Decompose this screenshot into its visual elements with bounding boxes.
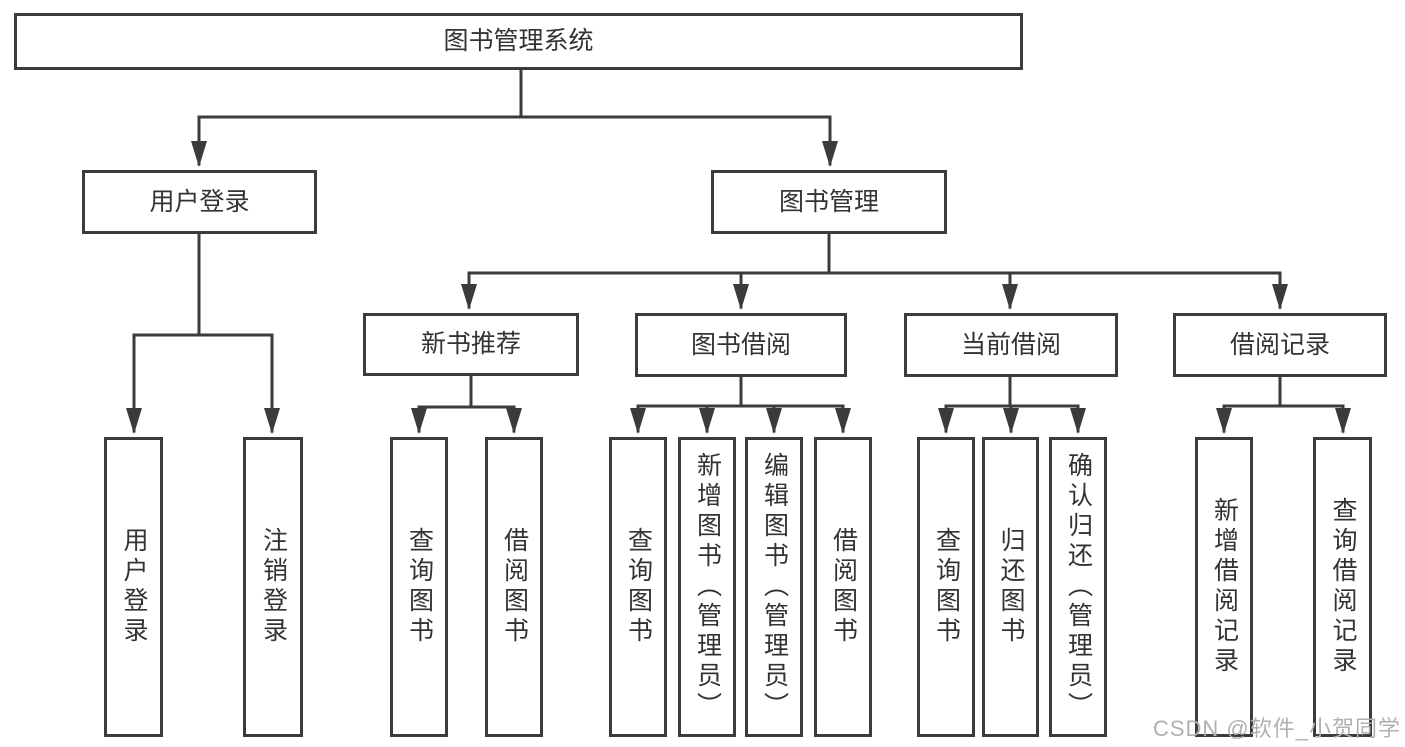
leaf-confirm-return-admin: 确认归还（管理员） — [1049, 437, 1107, 737]
csdn-watermark: CSDN @软件_小贺同学 — [1152, 716, 1401, 741]
leaf-borrow-book-2: 借阅图书 — [814, 437, 872, 737]
leaf-query-book-3: 查询图书 — [917, 437, 975, 737]
leaf-query-book-2: 查询图书 — [609, 437, 667, 737]
node-root-system: 图书管理系统 — [14, 13, 1023, 70]
node-borrow-record: 借阅记录 — [1173, 313, 1387, 377]
node-book-borrow: 图书借阅 — [635, 313, 847, 377]
leaf-query-borrow-record: 查询借阅记录 — [1313, 437, 1372, 737]
node-user-login: 用户登录 — [82, 170, 317, 234]
leaf-user-login: 用户登录 — [104, 437, 163, 737]
leaf-add-borrow-record: 新增借阅记录 — [1195, 437, 1253, 737]
node-new-book-recommend: 新书推荐 — [363, 313, 579, 376]
leaf-edit-book-admin: 编辑图书（管理员） — [745, 437, 803, 737]
leaf-borrow-book-1: 借阅图书 — [485, 437, 543, 737]
leaf-return-book: 归还图书 — [982, 437, 1039, 737]
leaf-add-book-admin: 新增图书（管理员） — [678, 437, 736, 737]
node-book-management: 图书管理 — [711, 170, 947, 234]
leaf-logout: 注销登录 — [243, 437, 303, 737]
leaf-query-book-1: 查询图书 — [390, 437, 448, 737]
node-current-borrow: 当前借阅 — [904, 313, 1118, 377]
